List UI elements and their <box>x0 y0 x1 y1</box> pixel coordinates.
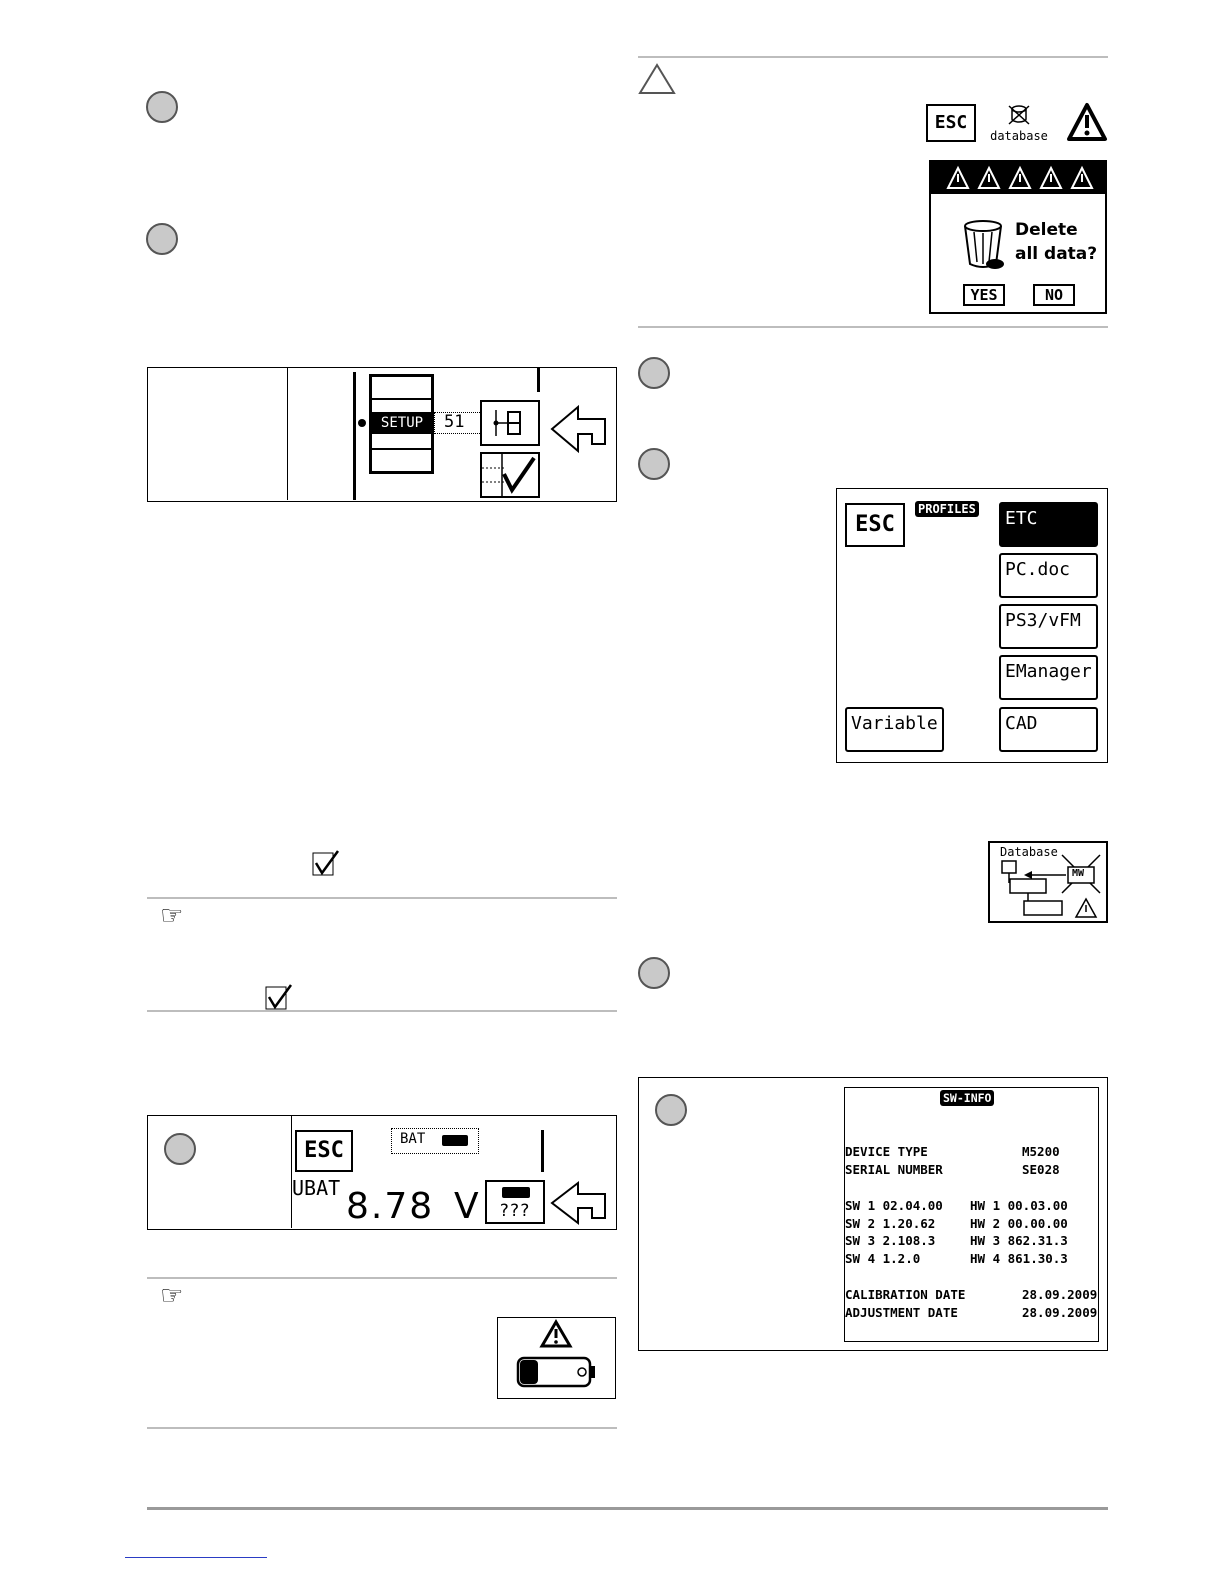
battery-type-button[interactable]: ??? <box>485 1180 545 1224</box>
pointing-hand-icon: ☞ <box>160 901 184 931</box>
database-delete-icon: database <box>984 104 1054 144</box>
drum-line-top <box>372 398 431 400</box>
check-mark-icon <box>265 984 293 1010</box>
calibration-date-value: 28.09.2009 <box>1022 1287 1098 1302</box>
note-rule-bottom <box>147 1010 617 1012</box>
scrollbar[interactable] <box>541 1130 544 1172</box>
profile-ps3-vfm[interactable]: PS3/vFM <box>999 604 1098 649</box>
adjustment-date-value: 28.09.2009 <box>1022 1305 1098 1320</box>
esc-button[interactable]: ESC <box>295 1130 353 1172</box>
setup-code: 51 <box>444 412 465 432</box>
drum-left-line <box>353 372 356 500</box>
battery-voltage-unit: V <box>454 1186 479 1227</box>
database-label: database <box>990 129 1048 143</box>
yes-button[interactable]: YES <box>963 284 1005 306</box>
sw-version: SW 2 1.20.62 <box>845 1216 936 1231</box>
profile-etc[interactable]: ETC <box>999 502 1098 547</box>
device-type-value: M5200 <box>1022 1144 1060 1159</box>
confirm-check-icon[interactable] <box>480 452 540 498</box>
serial-number-value: SE028 <box>1022 1162 1060 1177</box>
bat-indicator: BAT <box>391 1128 479 1154</box>
caution-triangle-icon <box>638 63 676 94</box>
setup-label: SETUP <box>371 412 433 434</box>
sw-version: SW 1 02.04.00 <box>845 1198 943 1213</box>
profiles-header: PROFILES <box>915 501 979 517</box>
step-bullet <box>655 1094 687 1126</box>
battery-icon <box>502 1187 530 1198</box>
delete-question-line1: Delete <box>1015 220 1078 240</box>
warning-rule-bottom <box>638 326 1108 328</box>
database-transfer-icon: Database MW <box>988 841 1108 923</box>
unknown-label: ??? <box>499 1201 530 1221</box>
variable-button[interactable]: Variable <box>845 707 944 752</box>
step-bullet <box>164 1133 196 1165</box>
no-button[interactable]: NO <box>1033 284 1075 306</box>
profiles-screen: ESC PROFILES ETC PC.doc PS3/vFM EManager… <box>836 488 1108 763</box>
step-bullet-4 <box>638 448 670 480</box>
delete-data-dialog: Delete all data? YES NO <box>929 160 1107 314</box>
step-bullet-2 <box>146 223 178 255</box>
profile-cad[interactable]: CAD <box>999 707 1098 752</box>
footer-link-underline[interactable] <box>125 1557 267 1558</box>
adjustment-date-label: ADJUSTMENT DATE <box>845 1305 958 1320</box>
profile-pc-doc[interactable]: PC.doc <box>999 553 1098 598</box>
battery-icon <box>442 1135 468 1146</box>
note-rule-bottom <box>147 1427 617 1429</box>
hw-version: HW 3 862.31.3 <box>970 1233 1068 1248</box>
sw-version: SW 3 2.108.3 <box>845 1233 936 1248</box>
esc-button[interactable]: ESC <box>845 503 905 547</box>
mw-label: MW <box>1072 868 1085 879</box>
bat-label: BAT <box>400 1131 426 1147</box>
hw-version: HW 2 00.00.00 <box>970 1216 1068 1231</box>
profile-emanager[interactable]: EManager <box>999 655 1098 700</box>
step-bullet-5 <box>638 957 670 989</box>
scrollbar[interactable] <box>537 368 540 392</box>
drum-dot <box>358 419 366 427</box>
check-mark-icon <box>312 850 340 876</box>
calibration-date-label: CALIBRATION DATE <box>845 1287 966 1302</box>
panel-divider <box>291 1116 292 1228</box>
sw-info-panel: SW-INFO DEVICE TYPE M5200 SERIAL NUMBER … <box>638 1077 1108 1351</box>
battery-warning-icon <box>497 1317 616 1399</box>
hw-version: HW 4 861.30.3 <box>970 1251 1068 1266</box>
trash-icon <box>964 220 1004 269</box>
ubat-label: UBAT <box>292 1176 341 1200</box>
panel-divider <box>287 368 288 500</box>
hw-version: HW 1 00.03.00 <box>970 1198 1068 1213</box>
delete-question-line2: all data? <box>1015 244 1098 264</box>
drum-line-bottom <box>372 448 431 450</box>
step-bullet-3 <box>638 357 670 389</box>
setup-screen-panel: SETUP 51 <box>147 367 617 502</box>
pointing-hand-icon: ☞ <box>160 1281 184 1311</box>
note-rule-top <box>147 897 617 899</box>
warning-rule-top <box>638 56 1108 58</box>
battery-screen-panel: ESC BAT UBAT 8.78 V ??? <box>147 1115 617 1230</box>
back-arrow-icon[interactable] <box>550 1180 612 1226</box>
tree-icon[interactable] <box>480 400 540 446</box>
footer-rule <box>147 1507 1108 1510</box>
step-bullet-1 <box>146 91 178 123</box>
device-type-label: DEVICE TYPE <box>845 1144 928 1159</box>
esc-button[interactable]: ESC <box>926 104 976 142</box>
note-rule-top <box>147 1277 617 1279</box>
warning-banner <box>931 162 1105 194</box>
warning-icon <box>1067 103 1107 141</box>
database-icon-label: Database <box>1000 845 1058 859</box>
sw-info-screen: SW-INFO DEVICE TYPE M5200 SERIAL NUMBER … <box>844 1087 1099 1342</box>
sw-info-header: SW-INFO <box>940 1090 995 1106</box>
battery-voltage-value: 8.78 <box>346 1186 435 1227</box>
back-arrow-icon[interactable] <box>550 404 612 454</box>
sw-version: SW 4 1.2.0 <box>845 1251 921 1266</box>
serial-number-label: SERIAL NUMBER <box>845 1162 943 1177</box>
